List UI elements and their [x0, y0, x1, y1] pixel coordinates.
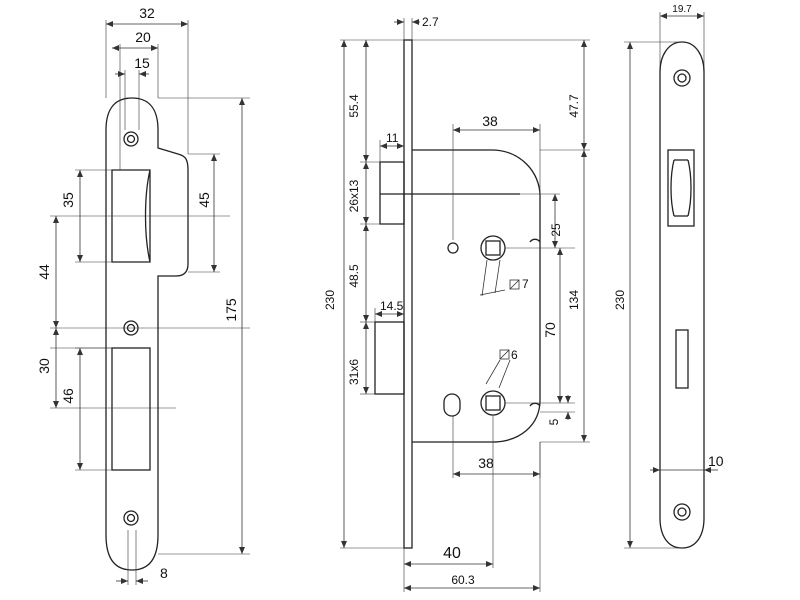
dim-175-label: 175 [223, 298, 239, 322]
latch-bolt [379, 161, 405, 225]
screw-hole-bottom [123, 510, 139, 526]
dim-15-label: 15 [134, 55, 150, 71]
lock-faceplate-edge [403, 39, 413, 549]
strike-plate-view: 32 20 15 35 45 44 175 30 [36, 5, 250, 585]
dim-32-label: 32 [139, 5, 155, 21]
dim-44-label: 44 [36, 264, 52, 280]
dim-11-label: 11 [386, 131, 399, 145]
dim-230-label: 230 [323, 290, 337, 310]
dim-230-faceplate-label: 230 [613, 290, 627, 310]
dim-60-3-label: 60.3 [451, 573, 475, 587]
dim-10-label: 10 [708, 453, 724, 469]
dim-46-label: 46 [60, 388, 76, 404]
dim-19-7-label: 19.7 [672, 4, 692, 15]
dim-2-7-label: 2.7 [422, 15, 439, 29]
faceplate-screw-bottom [673, 503, 691, 521]
screw-hole-top [123, 131, 139, 147]
dim-47-7-label: 47.7 [567, 94, 581, 118]
dead-bolt [374, 321, 405, 395]
dim-sq6-label: 6 [511, 348, 518, 362]
dim-8-label: 8 [160, 565, 168, 581]
bolt-opening [111, 347, 151, 471]
dim-sq7-label: 7 [522, 277, 529, 291]
spindle-hub-top [480, 235, 506, 261]
dim-38-top-label: 38 [482, 113, 498, 129]
dim-45-label: 45 [196, 192, 212, 208]
dim-134-label: 134 [567, 290, 581, 310]
cylinder-slot [443, 393, 461, 417]
dim-30-label: 30 [36, 358, 52, 374]
faceplate-screw-top [673, 69, 691, 87]
faceplate-view: 19.7 230 10 [613, 4, 724, 549]
faceplate-latch-window [667, 149, 695, 227]
faceplate-bolt-window [675, 329, 689, 389]
lock-body-view: 2.7 230 55.4 26x13 48.5 31x6 11 14.5 [323, 15, 590, 592]
dim-40-label: 40 [443, 545, 461, 562]
spindle-hub-bottom [480, 390, 506, 416]
strike-plate-outline [105, 97, 189, 571]
follower-hole [447, 242, 459, 254]
dim-25-label: 25 [549, 223, 563, 237]
dim-48-5-label: 48.5 [347, 264, 361, 288]
dim-5-label: 5 [547, 418, 561, 425]
dim-14-5-label: 14.5 [380, 299, 404, 313]
dim-35-label: 35 [60, 192, 76, 208]
dim-20-label: 20 [135, 29, 151, 45]
dim-38-bottom-label: 38 [478, 455, 494, 471]
faceplate-outline [659, 41, 705, 549]
dim-31x6-label: 31x6 [347, 359, 361, 385]
dim-70-label: 70 [542, 322, 558, 338]
dim-55-4-label: 55.4 [347, 94, 361, 118]
dim-26x13-label: 26x13 [347, 179, 361, 212]
